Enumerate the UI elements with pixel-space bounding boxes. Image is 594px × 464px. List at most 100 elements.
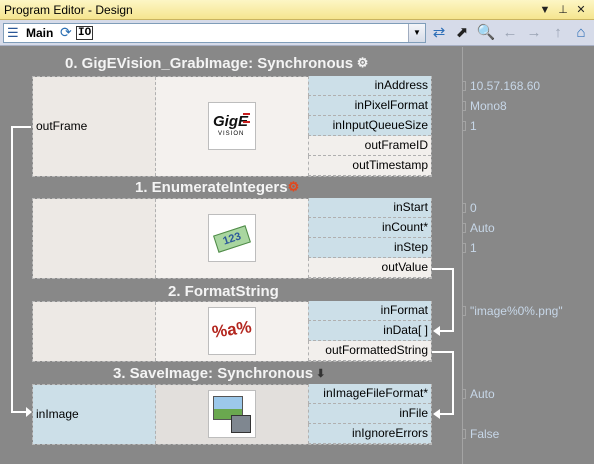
connection-wire (452, 351, 454, 415)
node-2-icon-area: %a% (156, 302, 308, 361)
value-inFormat[interactable]: "image%0%.png" (470, 304, 563, 318)
port-outTimestamp[interactable]: outTimestamp (308, 156, 431, 176)
port-inIgnoreErrors[interactable]: inIgnoreErrors (308, 424, 431, 444)
port-inData[interactable]: inData[ ] (308, 321, 431, 341)
node-2-left-panel (33, 302, 156, 361)
swap-icon[interactable]: ⇄ (432, 24, 446, 41)
value-inInputQueueSize[interactable]: 1 (470, 119, 477, 133)
node-3[interactable]: inImage (32, 384, 432, 445)
port-inStep[interactable]: inStep (308, 238, 431, 258)
gige-icon-text: GigE (213, 113, 249, 130)
program-canvas[interactable]: 0. GigEVision_GrabImage: Synchronous ⚙ o… (0, 47, 594, 464)
gear-icon: ⚙ (287, 179, 300, 194)
port-inImageFileFormat[interactable]: inImageFileFormat* (308, 384, 431, 404)
node-0-title-text: 0. GigEVision_GrabImage: Synchronous (65, 55, 354, 72)
value-inImageFileFormat[interactable]: Auto (470, 387, 495, 401)
value-bracket (462, 243, 466, 253)
node-3-left-panel: inImage (33, 385, 156, 444)
port-inImage[interactable]: inImage (36, 407, 79, 421)
value-inStart[interactable]: 0 (470, 201, 477, 215)
port-outFrame[interactable]: outFrame (36, 119, 88, 133)
node-1[interactable]: 123 (32, 198, 432, 279)
value-bracket (462, 306, 466, 316)
enumerate-integers-icon: 123 (208, 214, 256, 262)
node-0-title[interactable]: 0. GigEVision_GrabImage: Synchronous ⚙ (65, 55, 368, 72)
node-0-left-panel: outFrame (33, 77, 156, 176)
breakpoint-arrow-icon: ⬇ (313, 368, 326, 380)
port-inAddress[interactable]: inAddress (308, 76, 431, 96)
task-selector[interactable]: ☰ Main ⟳ IO ▼ (3, 23, 426, 43)
format-icon-text: %a% (210, 317, 253, 342)
dropdown-icon[interactable]: ▼ (539, 4, 551, 16)
gear-icon: ⚙ (353, 55, 369, 70)
node-1-left-panel (33, 199, 156, 278)
node-3-title[interactable]: 3. SaveImage: Synchronous ⬇ (113, 365, 325, 382)
node-2-title[interactable]: 2. FormatString (168, 283, 279, 300)
window-titlebar: Program Editor - Design ▼ ⊥ ✕ (0, 0, 594, 20)
node-1-title-text: 1. EnumerateIntegers (135, 179, 288, 196)
search-icon[interactable]: 🔍 (476, 24, 496, 41)
task-icon: ☰ (7, 25, 19, 40)
pin-icon[interactable]: ⊥ (558, 4, 568, 16)
node-2[interactable]: %a% (32, 301, 432, 362)
port-outValue[interactable]: outValue (308, 258, 431, 278)
node-3-icon-area (156, 385, 308, 444)
connection-wire (440, 413, 454, 415)
value-bracket (462, 121, 466, 131)
value-inStep[interactable]: 1 (470, 241, 477, 255)
value-bracket (462, 81, 466, 91)
connection-wire (11, 411, 27, 413)
forward-icon[interactable]: → (526, 24, 542, 41)
value-column-divider (462, 47, 463, 464)
open-external-icon[interactable]: ⬈ (455, 24, 469, 41)
close-icon[interactable]: ✕ (576, 4, 586, 16)
value-inPixelFormat[interactable]: Mono8 (470, 99, 507, 113)
node-3-title-text: 3. SaveImage: Synchronous (113, 365, 314, 382)
node-0[interactable]: outFrame GigE VISION (32, 76, 432, 177)
arrow-head-icon (433, 409, 440, 419)
connection-wire (452, 268, 454, 332)
value-inIgnoreErrors[interactable]: False (470, 427, 500, 441)
up-icon[interactable]: ↑ (554, 24, 562, 41)
value-bracket (462, 429, 466, 439)
value-inAddress[interactable]: 10.57.168.60 (470, 79, 541, 93)
port-inStart[interactable]: inStart (308, 198, 431, 218)
gige-vision-icon: GigE VISION (208, 102, 256, 150)
value-inCount[interactable]: Auto (470, 221, 495, 235)
port-inFormat[interactable]: inFormat (308, 301, 431, 321)
format-string-icon: %a% (208, 307, 256, 355)
node-1-icon-area: 123 (156, 199, 308, 278)
arrow-head-icon (26, 407, 32, 417)
back-icon[interactable]: ← (502, 24, 518, 41)
value-bracket (462, 223, 466, 233)
home-icon[interactable]: ⌂ (576, 24, 586, 41)
connection-wire (432, 351, 454, 353)
window-title: Program Editor - Design (4, 3, 133, 17)
node-0-icon-area: GigE VISION (156, 77, 308, 176)
gige-logo-mark (243, 113, 250, 123)
connection-wire (432, 268, 454, 270)
enumerate-icon-text: 123 (213, 225, 251, 253)
io-badge: IO (76, 26, 94, 40)
port-inPixelFormat[interactable]: inPixelFormat (308, 96, 431, 116)
connection-wire (11, 126, 31, 128)
value-bracket (462, 203, 466, 213)
connection-wire (11, 126, 13, 413)
value-bracket (462, 101, 466, 111)
port-inFile[interactable]: inFile (308, 404, 431, 424)
floppy-disk-icon (231, 415, 251, 433)
refresh-icon: ⟳ (60, 24, 72, 40)
gige-icon-subtext: VISION (218, 131, 245, 137)
port-inCount[interactable]: inCount* (308, 218, 431, 238)
port-outFormattedString[interactable]: outFormattedString (308, 341, 431, 361)
node-1-title[interactable]: 1. EnumerateIntegers⚙ (135, 179, 299, 196)
port-outFrameID[interactable]: outFrameID (308, 136, 431, 156)
arrow-head-icon (433, 326, 440, 336)
save-image-icon (208, 390, 256, 438)
port-inInputQueueSize[interactable]: inInputQueueSize (308, 116, 431, 136)
chevron-down-icon[interactable]: ▼ (408, 24, 425, 42)
task-selector-value: Main (26, 26, 54, 40)
value-bracket (462, 389, 466, 399)
node-2-title-text: 2. FormatString (168, 283, 279, 300)
connection-wire (440, 330, 454, 332)
